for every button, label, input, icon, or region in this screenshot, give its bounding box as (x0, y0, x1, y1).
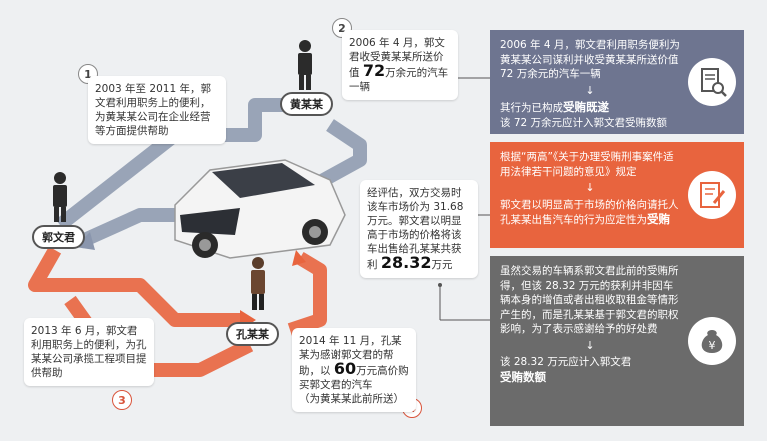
event-4-text-b: 万元高价购买郭文君的汽车 (299, 365, 409, 391)
panel-1-result-a: 其行为已构成 (500, 102, 563, 114)
event-1-text: 2003 年至 2011 年，郭文君利用职务上的便利，为黄某某公司在企业经营等方… (95, 83, 211, 137)
event-3-bubble: 2013 年 6 月，郭文君利用职务上的便利，为孔某某公司承揽工程项目提供帮助 (24, 318, 154, 386)
document-search-icon (688, 58, 736, 106)
event-2-text-b: 万余元的汽车一辆 (349, 67, 449, 93)
event-4-text-c: （为黄某某此前所送） (299, 393, 404, 405)
down-arrow-icon: ↓ (585, 181, 595, 194)
event-2-text-a: 2006 年 4 月，郭文君收受黄某某所送价值 (349, 37, 445, 79)
gray-flow-arrow (55, 98, 310, 231)
panel-3-result: 该 28.32 万元应计入郭文君 (500, 356, 632, 368)
event-4-bubble: 2014 年 11 月，孔某某为感谢郭文君的帮助，以 60万元高价购买郭文君的汽… (292, 328, 416, 412)
money-bag-icon: ¥ (688, 317, 736, 365)
panel-3-result-highlight: 受贿数额 (500, 369, 546, 384)
panel-2-text: 根据“两高”《关于办理受贿刑事案件适用法律若干问题的意见》规定 (500, 151, 674, 178)
person-label-kong: 孔某某 (226, 322, 279, 346)
center-note-bubble: 经评估，双方交易时该车市场价为 31.68 万元。郭文君以明显高于市场的价格将该… (360, 180, 478, 278)
svg-text:¥: ¥ (709, 339, 716, 352)
down-arrow-icon: ↓ (585, 83, 595, 97)
panel-2-result-highlight: 受贿 (647, 212, 670, 226)
panel-1-result-highlight: 受贿既遂 (563, 100, 609, 114)
event-2-amount: 72 (362, 61, 386, 80)
event-number-3: 3 (112, 390, 132, 410)
panel-bribery-accomplished: 2006 年 4 月，郭文君利用职务便利为黄某某公司谋利并收受黄某某所送价值 7… (490, 30, 744, 134)
center-note-unit: 万元 (431, 259, 453, 271)
event-2-bubble: 2006 年 4 月，郭文君收受黄某某所送价值 72万余元的汽车一辆 (342, 30, 458, 100)
car-illustration (174, 159, 346, 259)
red-flow-arrow-return (287, 251, 327, 337)
panel-1-result-b: 该 72 万余元应计入郭文君受贿数额 (500, 116, 668, 129)
event-3-text: 2013 年 6 月，郭文君利用职务上的便利，为孔某某公司承揽工程项目提供帮助 (31, 325, 147, 379)
panel-3-text: 虽然交易的车辆系郭文君此前的受贿所得，但该 28.32 万元的获利并非因车辆本身… (500, 265, 679, 335)
center-note-amount: 28.32 (380, 253, 432, 272)
event-4-amount: 60 (333, 359, 357, 378)
person-kong-figure (251, 257, 265, 310)
panel-2-result: 郭文君以明显高于市场的价格向请托人孔某某出售汽车的行为应定性为 (500, 198, 679, 227)
event-4-text-a: 2014 年 11 月，孔某某为感谢郭文君的帮助，以 (299, 335, 402, 377)
panel-bribery-definition: 根据“两高”《关于办理受贿刑事案件适用法律若干问题的意见》规定 ↓ 郭文君以明显… (490, 142, 744, 248)
panel-1-text: 2006 年 4 月，郭文君利用职务便利为黄某某公司谋利并收受黄某某所送价值 7… (500, 39, 680, 80)
red-arrow-head (292, 250, 306, 266)
person-label-guo: 郭文君 (32, 225, 85, 249)
panel-bribery-amount: 虽然交易的车辆系郭文君此前的受贿所得，但该 28.32 万元的获利并非因车辆本身… (490, 256, 744, 426)
person-guo-figure (53, 172, 67, 222)
down-arrow-icon: ↓ (585, 338, 595, 352)
event-1-bubble: 2003 年至 2011 年，郭文君利用职务上的便利，为黄某某公司在企业经营等方… (88, 76, 226, 144)
red-flow-arrow (28, 246, 240, 327)
person-label-huang: 黄某某 (280, 92, 333, 116)
center-note-text: 经评估，双方交易时该车市场价为 31.68 万元。郭文君以明显高于市场的价格将该… (367, 187, 464, 271)
person-huang-figure (298, 40, 312, 90)
document-pen-icon (688, 171, 736, 219)
